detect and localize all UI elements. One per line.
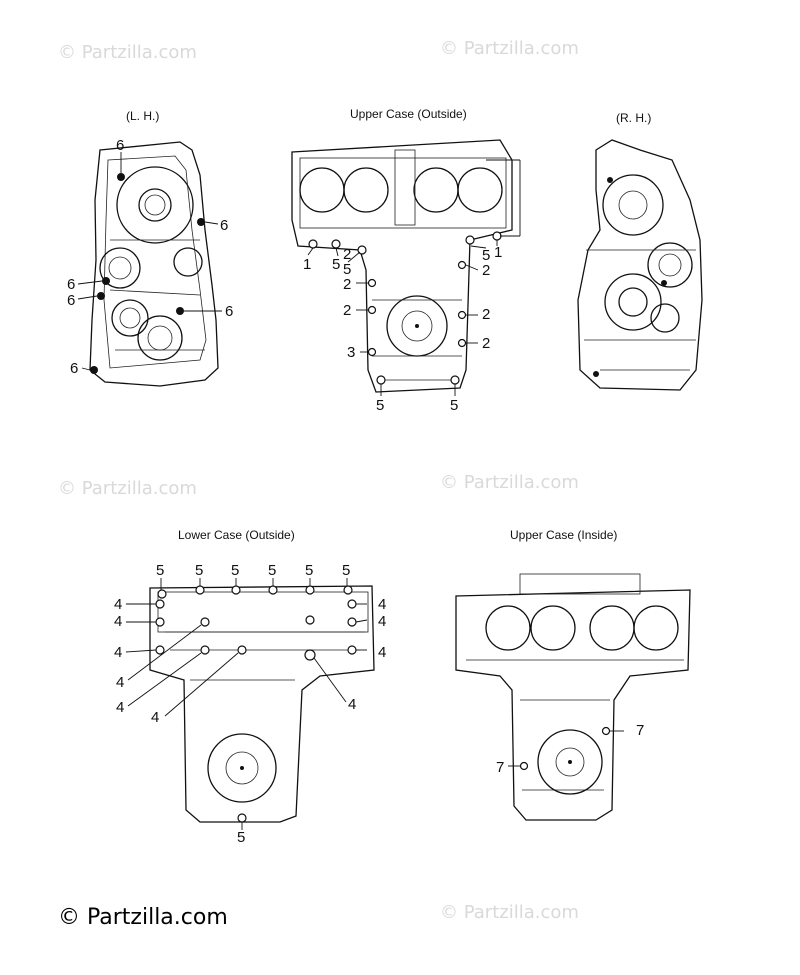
callout-upper-outside: 5 [332, 256, 341, 273]
view-title-upper-inside: Upper Case (Inside) [510, 528, 618, 542]
rh-case-drawing [577, 139, 703, 391]
callout-upper-outside: 2 [482, 335, 491, 352]
callout-upper-outside: 5 [450, 397, 459, 414]
callout-lower-outside: 5 [305, 562, 314, 579]
callout-lower-outside: 4 [116, 674, 125, 691]
callout-upper-outside: 2 [482, 306, 491, 323]
upper-inside-leader-lines [508, 730, 624, 767]
watermark: © Partzilla.com [58, 42, 197, 63]
callout-lower-outside: 5 [231, 562, 240, 579]
callout-upper-outside: 1 [303, 256, 312, 273]
upper-outside-leader-lines [307, 159, 521, 396]
view-title-upper-outside: Upper Case (Outside) [350, 107, 467, 121]
callout-upper-inside: 7 [636, 722, 645, 739]
watermark: © Partzilla.com [58, 478, 197, 499]
callout-upper-outside: 2 [343, 302, 352, 319]
view-title-lower-outside: Lower Case (Outside) [178, 528, 295, 542]
callout-lower-outside: 4 [378, 613, 387, 630]
watermark: © Partzilla.com [440, 472, 579, 493]
callout-upper-outside: 5 [376, 397, 385, 414]
callout-lower-outside: 4 [114, 644, 123, 661]
lh-case-drawing [89, 141, 219, 387]
callout-lh: 6 [67, 292, 76, 309]
footer-copyright: © Partzilla.com [58, 905, 228, 930]
callout-lower-outside: 5 [342, 562, 351, 579]
upper-outside-case-drawing [291, 139, 513, 393]
callout-lower-outside: 4 [378, 644, 387, 661]
callout-lower-outside: 5 [268, 562, 277, 579]
callout-upper-outside: 5 [343, 261, 352, 278]
callout-upper-outside: 1 [494, 244, 503, 261]
callout-lower-outside: 4 [116, 699, 125, 716]
callout-upper-inside: 7 [496, 759, 505, 776]
callout-upper-outside: 3 [347, 344, 356, 361]
callout-lower-outside: 4 [114, 613, 123, 630]
callout-lh: 6 [116, 137, 125, 154]
callout-lower-outside: 4 [151, 709, 160, 726]
callout-upper-outside: 2 [482, 262, 491, 279]
callout-lh: 6 [67, 276, 76, 293]
callout-upper-outside: 2 [343, 246, 352, 263]
view-title-lh: (L. H.) [126, 109, 160, 123]
callout-lower-outside: 4 [114, 596, 123, 613]
watermark: © Partzilla.com [440, 902, 579, 923]
callout-lower-outside: 4 [378, 596, 387, 613]
view-title-rh: (R. H.) [616, 111, 652, 125]
watermark: © Partzilla.com [440, 38, 579, 59]
callout-upper-outside: 2 [343, 276, 352, 293]
callout-lower-outside: 5 [156, 562, 165, 579]
lh-leader-lines [77, 152, 222, 371]
upper-inside-case-drawing [455, 573, 691, 821]
callout-lower-outside: 4 [348, 696, 357, 713]
callout-lower-outside: 5 [237, 829, 246, 846]
lower-outside-case-drawing [149, 585, 375, 823]
callout-upper-outside: 5 [482, 247, 491, 264]
callout-lower-outside: 5 [195, 562, 204, 579]
callout-lh: 6 [70, 360, 79, 377]
lower-outside-leader-lines [125, 578, 368, 830]
callout-lh: 6 [225, 303, 234, 320]
callout-lh: 6 [220, 217, 229, 234]
